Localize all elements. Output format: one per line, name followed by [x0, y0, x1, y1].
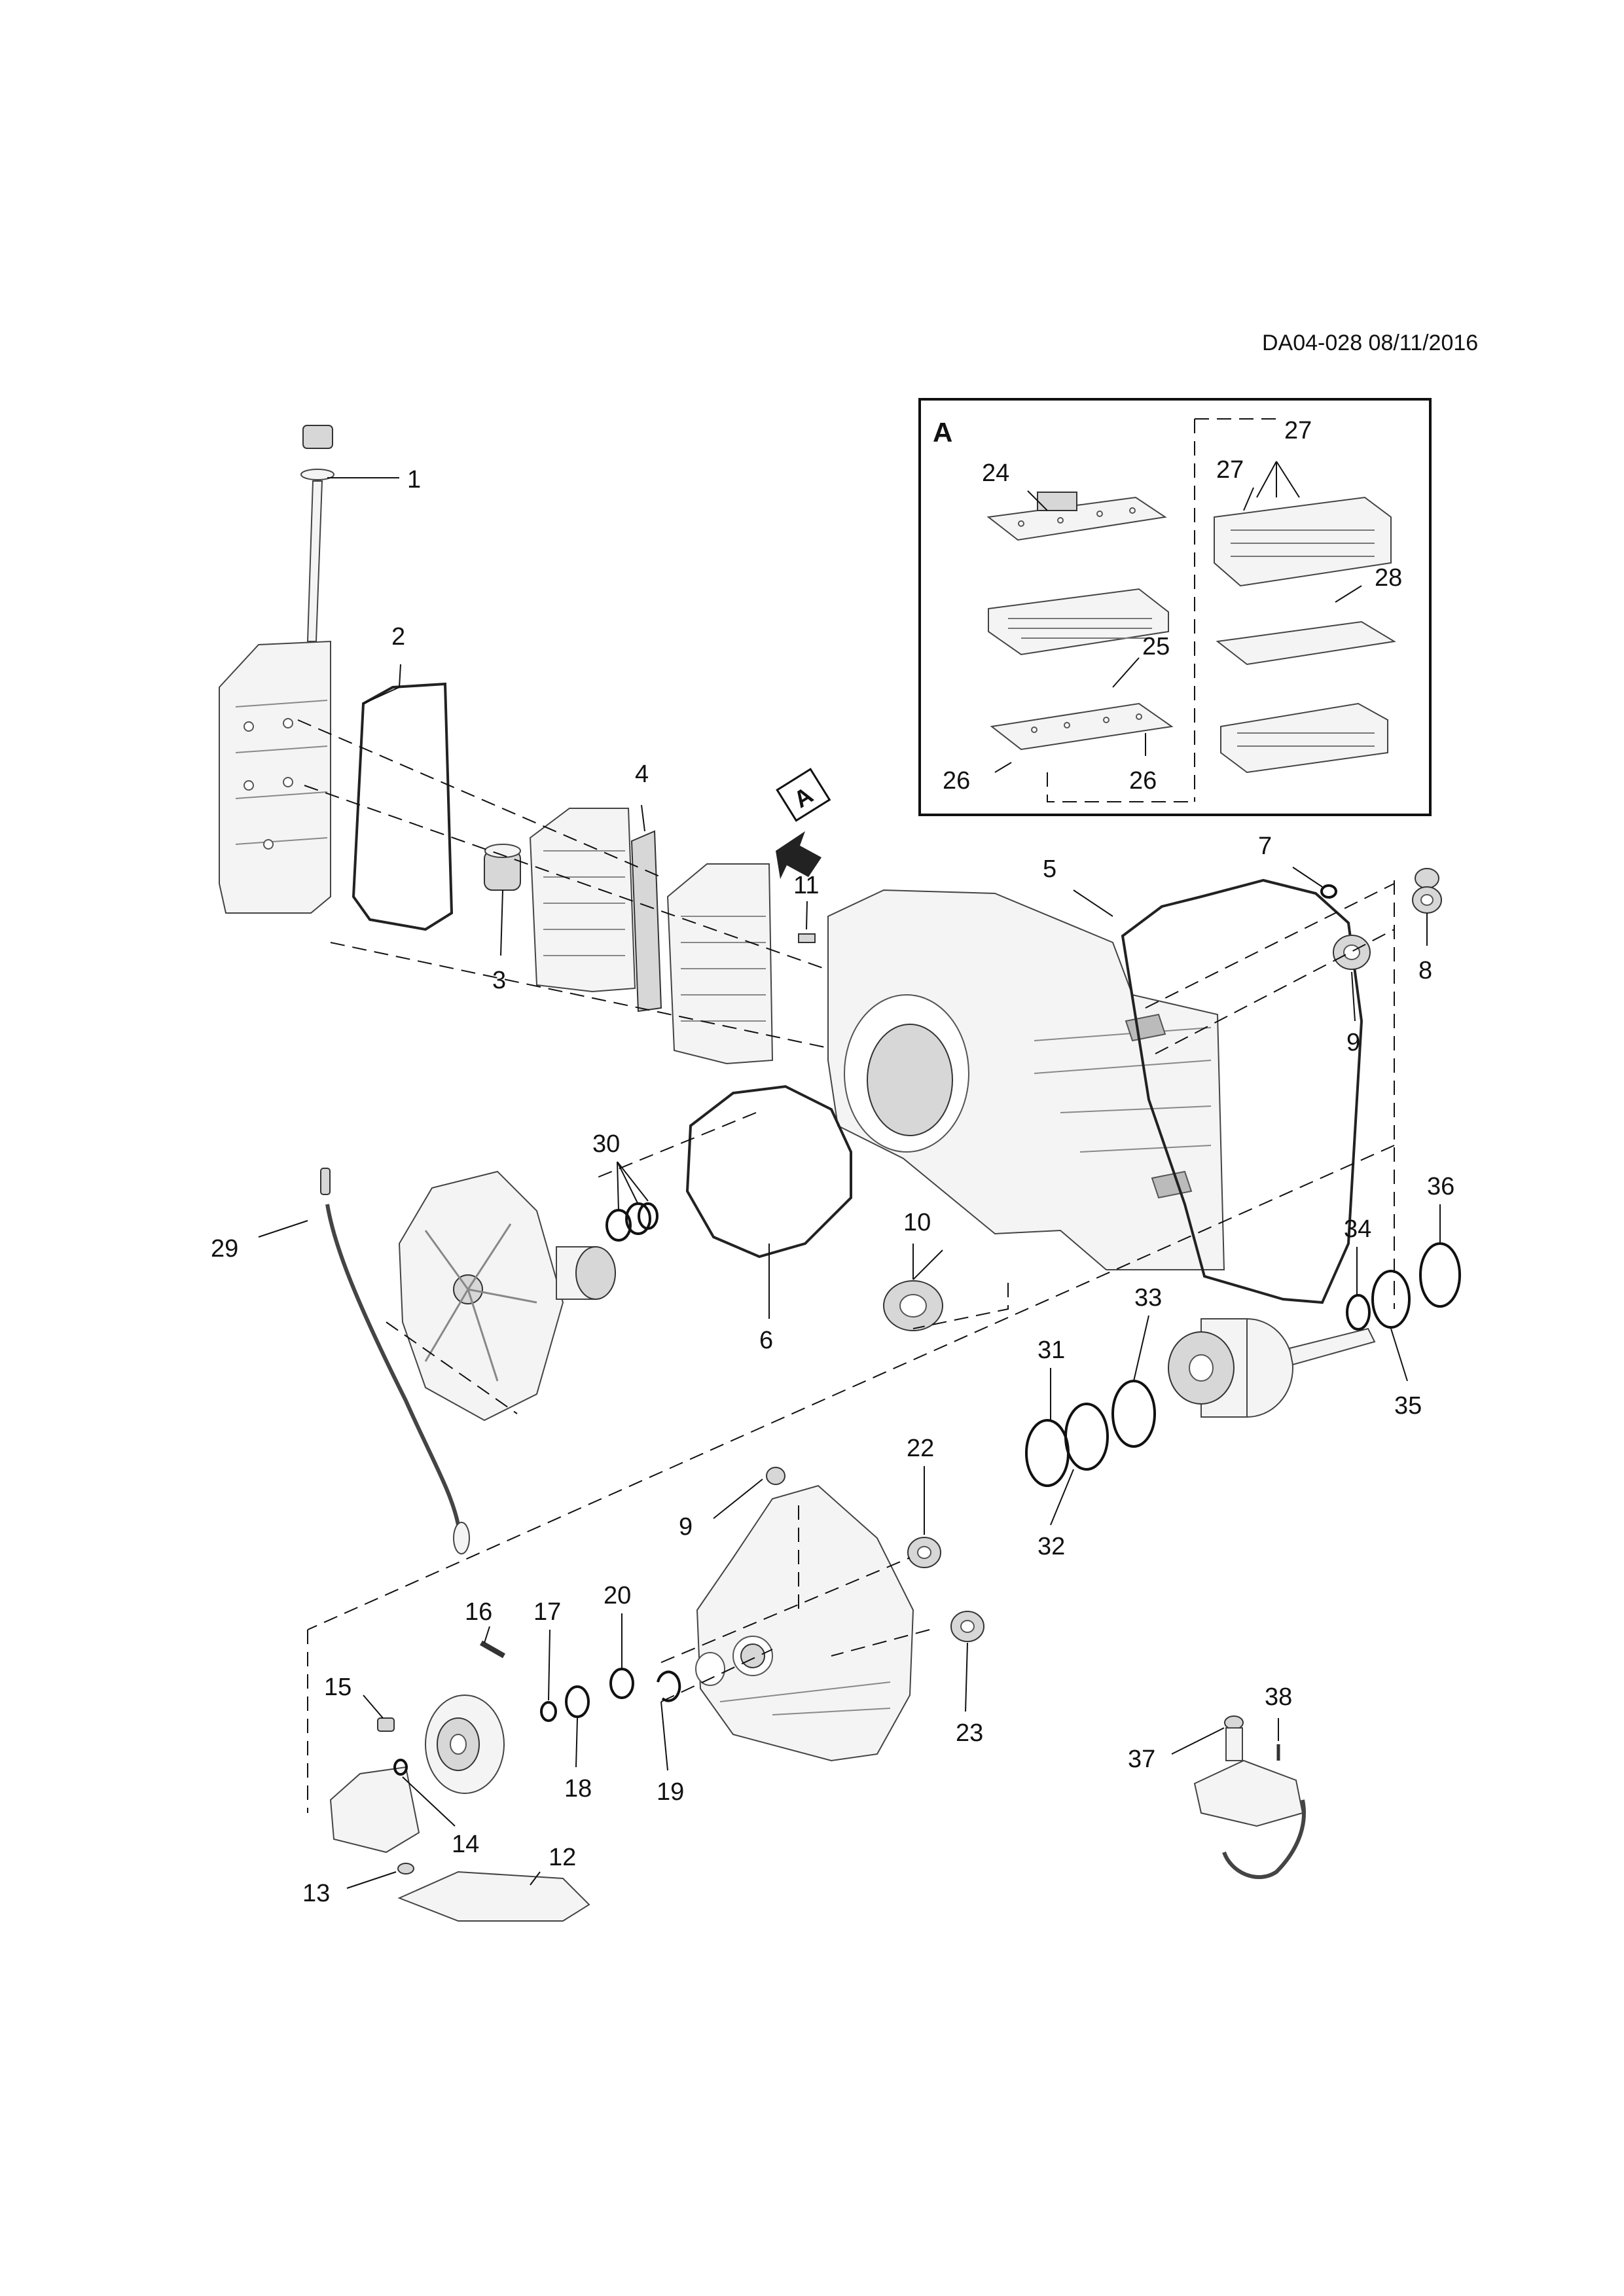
valve-body-bolt	[798, 933, 816, 943]
filter-neck	[397, 1863, 414, 1874]
axle-seal-right	[1333, 935, 1371, 970]
oil-pump-body	[329, 1766, 420, 1854]
callout-36: 36	[1427, 1173, 1454, 1200]
inset-a-label: A	[933, 417, 952, 448]
callout-28: 28	[1375, 564, 1402, 592]
thrust-washers	[540, 1668, 681, 1722]
gear-hub	[425, 1695, 505, 1794]
callout-11: 11	[793, 872, 819, 899]
callout-labels: 1 2 3 4 5 6 7 8 9 9 10 11 12 13 14 15 16…	[211, 417, 1454, 1907]
lower-valve-body	[1214, 496, 1392, 587]
callout-32: 32	[1038, 1533, 1065, 1560]
callout-33: 33	[1134, 1284, 1162, 1312]
seal-rings	[605, 1202, 659, 1242]
leader-27b	[1256, 461, 1300, 498]
inset-a: A	[918, 398, 1432, 816]
oil-filter	[397, 1871, 590, 1922]
callout-6: 6	[759, 1327, 773, 1354]
callout-17: 17	[533, 1598, 561, 1626]
callout-38: 38	[1265, 1683, 1292, 1711]
callout-35: 35	[1394, 1392, 1422, 1420]
valve-body-cover	[219, 640, 331, 914]
snap-rings-right	[1346, 1242, 1461, 1331]
callout-26-left: 26	[943, 767, 970, 795]
callout-19: 19	[657, 1778, 684, 1806]
leader-28	[1335, 585, 1362, 603]
pump-oring	[393, 1759, 408, 1776]
input-shaft-spline	[556, 1246, 616, 1300]
range-selector-switch	[1193, 1715, 1306, 1880]
callout-31: 31	[1038, 1336, 1065, 1364]
snap-rings-left	[1025, 1380, 1156, 1487]
callout-3: 3	[492, 967, 506, 994]
callout-24: 24	[982, 459, 1009, 487]
callout-20: 20	[604, 1582, 631, 1609]
callout-10: 10	[903, 1209, 931, 1236]
callout-9-lower: 9	[679, 1513, 693, 1541]
shaft-seal-upper	[1412, 868, 1442, 914]
callout-13: 13	[302, 1880, 330, 1907]
callout-8: 8	[1418, 957, 1432, 984]
dipstick	[320, 1168, 470, 1554]
control-valve-body-left	[529, 808, 636, 993]
leader-26a	[994, 762, 1012, 773]
control-valve-body-right	[666, 863, 774, 1065]
callout-9-upper: 9	[1346, 1029, 1360, 1056]
leader-24	[1027, 490, 1048, 511]
assembly-guide-lines	[297, 719, 1395, 1813]
filter-seal	[484, 844, 521, 891]
callout-15: 15	[324, 1674, 352, 1701]
document-id: DA04-028 08/11/2016	[1262, 331, 1479, 355]
callout-4: 4	[635, 761, 649, 788]
callout-14: 14	[452, 1831, 479, 1858]
spring-pin	[480, 1640, 505, 1659]
transmission-housing-lower	[695, 1484, 914, 1762]
inset-bracket	[1047, 418, 1280, 802]
callout-34: 34	[1344, 1215, 1371, 1243]
control-solenoid-plate	[986, 492, 1167, 541]
callout-25: 25	[1142, 633, 1170, 660]
solenoid-body-spacer	[630, 830, 662, 1013]
callout-27-left: 27	[1216, 456, 1244, 484]
callout-26-right: 26	[1129, 767, 1157, 795]
torque-converter-housing	[398, 1170, 564, 1422]
callout-12: 12	[549, 1844, 576, 1871]
pump-bolt	[377, 1717, 395, 1732]
callout-30: 30	[592, 1130, 620, 1158]
valve-body-gasket	[1216, 620, 1396, 666]
callout-18: 18	[564, 1775, 592, 1803]
torque-converter-gasket	[685, 1085, 852, 1259]
upper-valve-body	[988, 588, 1169, 656]
transmission-case	[827, 889, 1225, 1270]
output-shaft-assembly	[1168, 1318, 1376, 1418]
callout-22: 22	[907, 1435, 934, 1462]
valve-body-spacer-plate	[990, 702, 1174, 751]
case-cover-gasket	[1121, 878, 1363, 1304]
case-oring	[1320, 884, 1337, 899]
callout-16: 16	[465, 1598, 492, 1626]
callout-23: 23	[956, 1719, 983, 1747]
case-seal-upper	[766, 1467, 785, 1485]
callout-7: 7	[1258, 833, 1272, 860]
callout-29: 29	[211, 1235, 238, 1263]
view-a-arrow: A	[776, 768, 831, 879]
callout-37: 37	[1128, 1746, 1155, 1773]
case-seal-mid	[907, 1537, 941, 1568]
transmission-control-valve-body	[1220, 702, 1388, 774]
leader-lines	[258, 477, 1441, 1889]
callout-1: 1	[407, 466, 421, 493]
leader-27a	[1243, 487, 1254, 511]
dipstick-tube-assembly	[300, 425, 334, 642]
case-seal-lower	[950, 1611, 984, 1642]
valve-body-cover-gasket	[352, 682, 454, 931]
callout-2: 2	[391, 623, 405, 651]
inset-a-frame	[918, 398, 1432, 816]
axle-seal-left	[883, 1280, 943, 1331]
callout-27-top: 27	[1284, 417, 1312, 444]
callout-5: 5	[1043, 855, 1056, 883]
leader-25	[1112, 657, 1140, 688]
